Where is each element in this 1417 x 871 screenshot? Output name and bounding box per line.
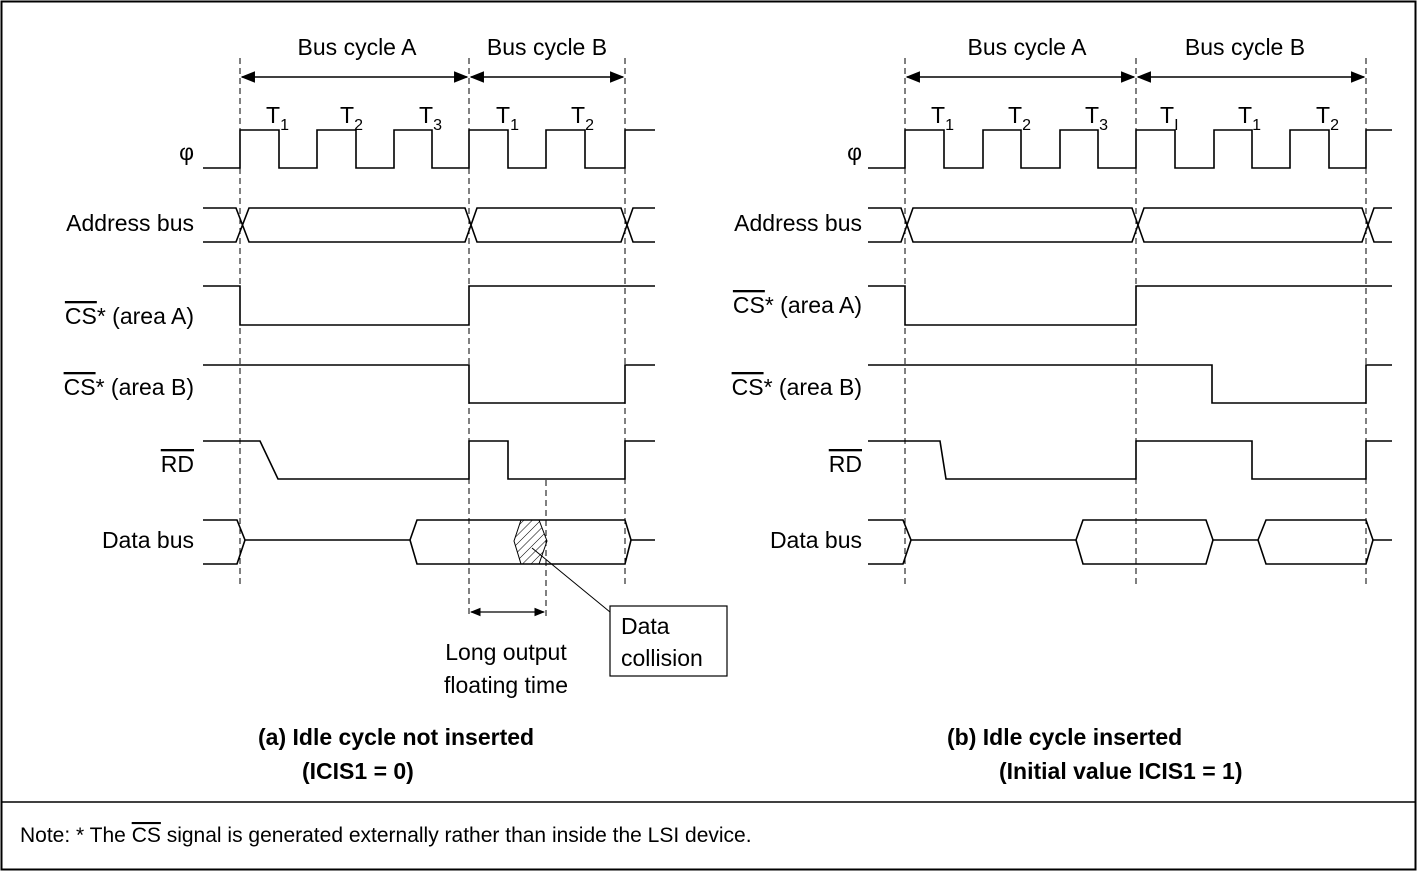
panel-b-phi-waveform bbox=[868, 129, 1392, 169]
panel-a-collision-region bbox=[513, 519, 548, 565]
panel-a-long-output-label-2: floating time bbox=[444, 672, 568, 698]
panel-a-long-output-label-1: Long output bbox=[445, 639, 567, 665]
panel-b-cs-area-a-waveform bbox=[868, 285, 1392, 326]
panel-a-cs-area-b-label: CS* (area B) bbox=[64, 374, 194, 400]
panel-a-data-bus-label: Data bus bbox=[102, 527, 194, 553]
panel-b-state-3: T3 bbox=[1085, 102, 1108, 134]
panel-a-state-1: T1 bbox=[266, 102, 289, 134]
panel-b-address-bus-waveform bbox=[868, 207, 1392, 243]
panel-a-state-3: T3 bbox=[419, 102, 442, 134]
panel-b-state-6: T2 bbox=[1316, 102, 1339, 134]
panel-b-data-bus-label: Data bus bbox=[770, 527, 862, 553]
panel-b-rd-waveform bbox=[868, 440, 1392, 480]
panel-b-caption-1: (b) Idle cycle inserted bbox=[947, 724, 1182, 750]
panel-a-collision-label-1: Data bbox=[621, 613, 670, 639]
panel-a-caption-1: (a) Idle cycle not inserted bbox=[258, 724, 534, 750]
panel-a-rd-waveform bbox=[203, 440, 655, 480]
panel-b-text: Bus cycle A Bus cycle B T1 T2 T3 TI T1 T… bbox=[732, 34, 1339, 784]
panel-a-phi-waveform bbox=[203, 129, 655, 169]
panel-a-bus-cycle-b-label: Bus cycle B bbox=[487, 34, 607, 60]
panel-a-data-bus-waveform bbox=[203, 519, 655, 565]
panel-a-state-5: T2 bbox=[571, 102, 594, 134]
panel-b-cs-area-b-waveform bbox=[868, 364, 1392, 404]
panel-a-text: Bus cycle A Bus cycle B T1 T2 T3 T1 T2 φ… bbox=[64, 34, 703, 784]
panel-a-rd-label: RD bbox=[161, 451, 194, 477]
panel-b-bus-cycle-a-label: Bus cycle A bbox=[968, 34, 1088, 60]
panel-a-collision-label-2: collision bbox=[621, 645, 703, 671]
panel-a-collision-box bbox=[609, 605, 728, 677]
panel-a-state-4: T1 bbox=[496, 102, 519, 134]
panel-b-address-bus-label: Address bus bbox=[734, 210, 862, 236]
panel-b-cs-area-a-label: CS* (area A) bbox=[733, 292, 862, 318]
panel-a-phi-label: φ bbox=[179, 139, 194, 165]
panel-b-cs-area-b-label: CS* (area B) bbox=[732, 374, 862, 400]
panel-b-state-4: TI bbox=[1160, 102, 1179, 134]
panel-a-cs-area-a-label: CS* (area A) bbox=[65, 303, 194, 329]
note-text: Note: * The CS signal is generated exter… bbox=[20, 824, 752, 847]
panel-a-collision-leader bbox=[531, 547, 611, 613]
panel-a-address-bus-waveform bbox=[203, 207, 655, 243]
panel-a-bus-cycle-a-label: Bus cycle A bbox=[298, 34, 418, 60]
panel-b-bus-cycle-b-label: Bus cycle B bbox=[1185, 34, 1305, 60]
panel-b-state-1: T1 bbox=[931, 102, 954, 134]
panel-a bbox=[203, 58, 728, 677]
panel-b-caption-2: (Initial value ICIS1 = 1) bbox=[999, 758, 1243, 784]
panel-b-phi-label: φ bbox=[847, 139, 862, 165]
panel-b-data-bus-waveform bbox=[868, 519, 1392, 565]
panel-a-caption-2: (ICIS1 = 0) bbox=[302, 758, 414, 784]
panel-b-state-5: T1 bbox=[1238, 102, 1261, 134]
panel-a-cs-area-b-waveform bbox=[203, 364, 655, 404]
panel-a-address-bus-label: Address bus bbox=[66, 210, 194, 236]
panel-b-rd-label: RD bbox=[829, 451, 862, 477]
panel-b bbox=[868, 58, 1392, 588]
panel-b-state-2: T2 bbox=[1008, 102, 1031, 134]
panel-a-cs-area-a-waveform bbox=[203, 285, 655, 326]
panel-a-state-2: T2 bbox=[340, 102, 363, 134]
